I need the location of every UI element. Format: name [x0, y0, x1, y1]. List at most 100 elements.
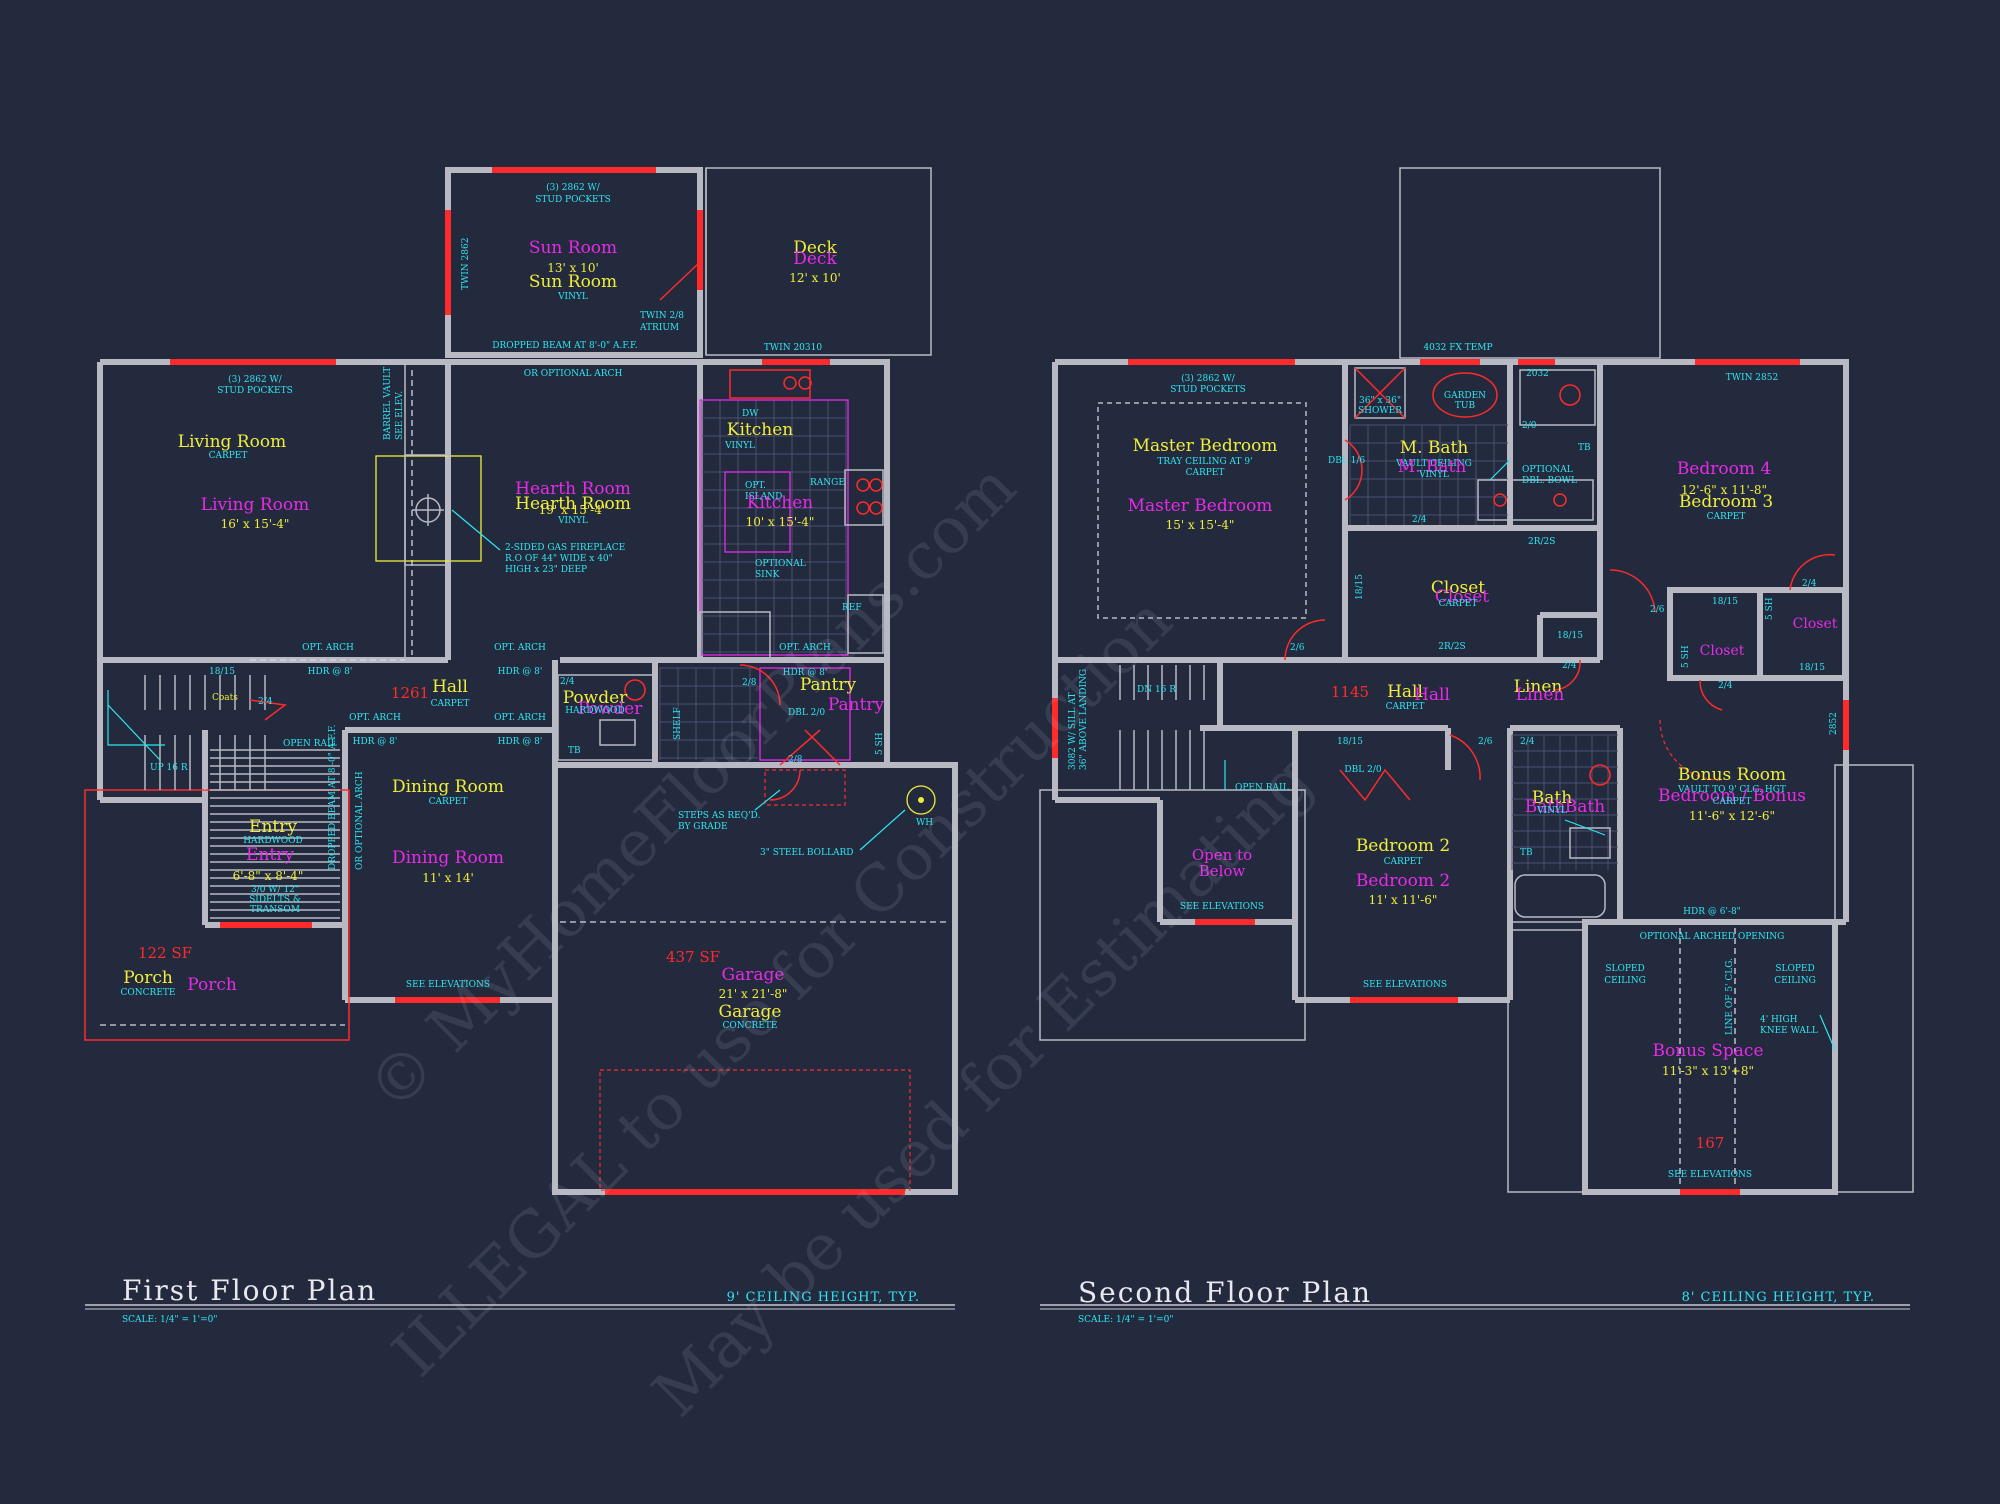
note-living-window2: STUD POCKETS [217, 386, 293, 396]
note-optional-sink2: SINK [755, 570, 780, 580]
note-2032: 2032 [1526, 369, 1549, 379]
garage-label-a: Garage [722, 965, 785, 985]
bedroom4-label: Bedroom 4 [1677, 459, 1771, 479]
note-hdr-pantry: HDR @ 8' [783, 668, 828, 678]
sun-room-dim: 13' x 10' [547, 261, 599, 275]
garage-floor: CONCRETE [723, 1021, 778, 1031]
note-tub1: GARDEN [1444, 391, 1486, 401]
pantry-label-b: Pantry [828, 695, 885, 715]
note-sun-window2: STUD POCKETS [535, 195, 611, 205]
first-floor-plan [84, 167, 958, 1195]
note-opt-arch-hall2: OPT. ARCH [494, 713, 546, 723]
note-twin-20310: TWIN 20310 [764, 343, 822, 353]
note-mbath-20: 2/0 [1522, 421, 1537, 431]
first-floor-labels: (3) 2862 W/ STUD POCKETS TWIN 2862 Sun R… [121, 182, 934, 1325]
note-twin-2852: TWIN 2852 [1726, 373, 1778, 383]
master-bedroom-dim: 15' x 15'-4" [1166, 518, 1235, 532]
open-below-1: Open to [1192, 846, 1252, 864]
note-hdr-dining: HDR @ 8' [353, 737, 398, 747]
bath-floor: VINYL [1536, 806, 1567, 816]
bedroom3-label: Bedroom 3 [1679, 492, 1773, 512]
second-floor-plan [1039, 167, 1914, 1195]
hall-sf: 1261 [391, 684, 429, 702]
garage-label-b: Garage [719, 1002, 782, 1022]
note-steps1: STEPS AS REQ'D. [678, 811, 760, 821]
note-master-window2: STUD POCKETS [1170, 385, 1246, 395]
watermark-line3: May be used for Estimating [639, 743, 1327, 1431]
first-floor-scale: SCALE: 1/4" = 1'=0" [122, 1315, 217, 1325]
deck-label-a: Deck [793, 238, 837, 258]
living-room-floor: CARPET [209, 451, 248, 461]
bedroom2-label-a: Bedroom 2 [1356, 836, 1450, 856]
deck-dim: 12' x 10' [789, 271, 841, 285]
entry-dim: 6'-8" x 8'-4" [233, 869, 304, 883]
note-stair-up: UP 16 R [150, 763, 188, 773]
note-see-elev-bonus: SEE ELEVATIONS [1668, 1170, 1752, 1180]
porch-label-b: Porch [187, 975, 237, 995]
garage-dim: 21' x 21'-8" [719, 987, 788, 1001]
porch-label-a: Porch [123, 968, 173, 988]
bonus-space-dim: 11'-3" x 13'+8" [1662, 1064, 1754, 1078]
bonus-room-label-a: Bonus Room [1678, 765, 1786, 785]
hall-floor: CARPET [431, 699, 470, 709]
note-shelf: SHELF [673, 707, 683, 740]
note-steps2: BY GRADE [678, 822, 728, 832]
note-opt-island1: OPT. [745, 481, 766, 491]
bedroom3-floor: CARPET [1707, 512, 1746, 522]
note-bollard: 3" STEEL BOLLARD [760, 848, 853, 858]
linen-label-b: Linen [1516, 685, 1565, 705]
note-twin-atrium: TWIN 2/8 [640, 311, 684, 321]
mbath-floor: VINYL [1418, 470, 1449, 480]
bonus-room-floor: CARPET [1713, 797, 1752, 807]
closet3-label: Closet [1793, 616, 1838, 632]
note-hdr-hall: HDR @ 8' [498, 667, 543, 677]
hearth-room-label-a: Hearth Room [515, 479, 631, 499]
mbath-note: VAULT CEILING [1395, 459, 1472, 469]
bonus-space-label: Bonus Space [1653, 1041, 1764, 1061]
note-hdr-68: HDR @ 6'-8" [1683, 907, 1741, 917]
note-bowl1: OPTIONAL [1522, 465, 1573, 475]
note-closet2-sh: 5 SH [1681, 645, 1691, 668]
kitchen-floor: VINYL [724, 441, 755, 451]
note-shower1: 36" x 36" [1359, 396, 1401, 406]
sun-room-floor: VINYL [557, 292, 588, 302]
note-linen-1815: 18/15 [1557, 631, 1583, 641]
note-powder-tb: TB [568, 746, 581, 756]
bath-label-c: Bath [1565, 797, 1605, 817]
note-dw: DW [742, 409, 759, 419]
linen-label-a: Linen [1514, 677, 1563, 697]
note-closet-2r2s: 2R/2S [1438, 642, 1465, 652]
note-hdr-living: HDR @ 8' [308, 667, 353, 677]
note-sloped-r2: CEILING [1774, 976, 1816, 986]
note-closet-sh: 5 SH [1765, 597, 1775, 620]
note-bath-26: 2/6 [1478, 737, 1493, 747]
note-arched-opening: OPTIONAL ARCHED OPENING [1640, 932, 1785, 942]
bonus-room-dim: 11'-6" x 12'-6" [1689, 809, 1775, 823]
note-twin-2862: TWIN 2862 [461, 238, 471, 290]
note-see-elevations-dining: SEE ELEVATIONS [406, 980, 490, 990]
porch-floor: CONCRETE [121, 988, 176, 998]
note-dropped-beam-v: DROPPED BEAM AT 8'-0" A.F.F. [328, 724, 338, 870]
note-atrium: ATRIUM [639, 323, 679, 333]
note-sill1: 3082 W/ SILL AT [1068, 693, 1078, 770]
note-dropped-beam: DROPPED BEAM AT 8'-0" A.F.F. [492, 341, 638, 351]
note-dbl16: DBL 1/6 [1328, 456, 1365, 466]
powder-floor: HARDWOOD [565, 706, 625, 716]
note-door-26: 2/6 [1290, 643, 1305, 653]
powder-label-a: Powder [563, 688, 628, 708]
note-mbath-tb: TB [1578, 443, 1591, 453]
bonus-space-sf: 167 [1696, 1134, 1725, 1152]
note-sun-window: (3) 2862 W/ [546, 182, 601, 193]
mbath-label-a: M. Bath [1400, 438, 1469, 458]
note-opt-arch-living: OPT. ARCH [302, 643, 354, 653]
master-bedroom-label-a: Master Bedroom [1133, 436, 1278, 456]
porch-sf: 122 SF [138, 944, 192, 962]
note-entry-door1: 3/0 W/ 12" [251, 885, 299, 895]
note-2r2s: 2R/2S [1528, 537, 1555, 547]
note-sill2: 36" ABOVE LANDING [1079, 669, 1089, 770]
note-sloped-l2: CEILING [1604, 976, 1646, 986]
bonus-room-label-b: Bedroom / Bonus [1658, 786, 1806, 806]
note-opt-arch-kitchen: OPT. ARCH [779, 643, 831, 653]
note-fireplace3: HIGH x 23" DEEP [505, 565, 587, 575]
